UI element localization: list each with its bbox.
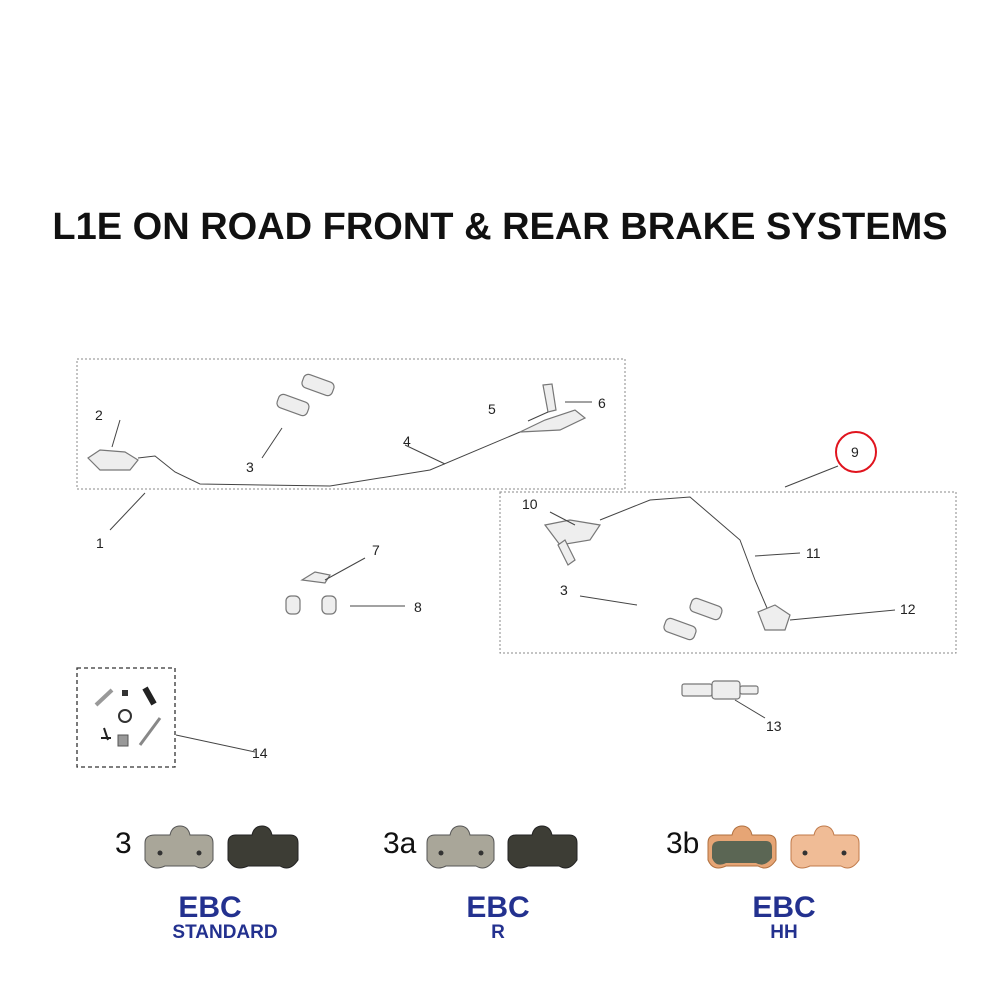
callout-5: 5 bbox=[488, 401, 496, 417]
pad-friction-side bbox=[712, 841, 772, 865]
front-lever bbox=[519, 383, 587, 433]
hardware-kit-box bbox=[76, 667, 176, 768]
callout-10: 10 bbox=[522, 496, 538, 512]
callout-14: 14 bbox=[252, 745, 268, 761]
callout-12: 12 bbox=[900, 601, 916, 617]
pad-type: STANDARD bbox=[172, 922, 277, 943]
callout-1: 1 bbox=[96, 535, 104, 551]
rear-pads bbox=[663, 597, 723, 641]
callout-9: 9 bbox=[851, 444, 859, 460]
highlight-circle bbox=[835, 431, 877, 473]
callout-4: 4 bbox=[403, 433, 411, 449]
pad-code: 3b bbox=[666, 827, 699, 860]
rear-lever bbox=[543, 496, 771, 616]
callout-7: 7 bbox=[372, 542, 380, 558]
brand-logo: EBC bbox=[466, 891, 529, 924]
callout-3: 3 bbox=[246, 459, 254, 475]
pad-sintered-back bbox=[790, 825, 860, 869]
clip-parts bbox=[285, 595, 405, 615]
callout-13: 13 bbox=[766, 718, 782, 734]
callout-11: 11 bbox=[806, 545, 821, 561]
front-caliper bbox=[87, 431, 521, 487]
hardware-kit bbox=[94, 686, 162, 747]
callout-6: 6 bbox=[598, 395, 606, 411]
callout-8: 8 bbox=[414, 599, 422, 615]
pad-backing-plate bbox=[426, 825, 495, 869]
pad-option-hh: 3b EBC HH bbox=[666, 825, 860, 943]
pad-type: R bbox=[491, 922, 505, 943]
callout-3-rear: 3 bbox=[560, 582, 568, 598]
front-pads bbox=[276, 373, 335, 417]
pad-type: HH bbox=[770, 922, 797, 943]
brand-logo: EBC bbox=[752, 891, 815, 924]
brand-logo: EBC bbox=[178, 891, 241, 924]
rear-system-box bbox=[499, 491, 957, 654]
callout-2: 2 bbox=[95, 407, 103, 423]
pad-backing-plate bbox=[144, 825, 214, 869]
rear-caliper bbox=[757, 604, 791, 631]
pad-option-standard: 3 EBC STANDARD bbox=[115, 825, 299, 943]
pad-code: 3a bbox=[383, 827, 417, 860]
pad-friction-side bbox=[227, 825, 299, 869]
pad-code: 3 bbox=[115, 827, 132, 860]
pad-option-r: 3a EBC R bbox=[383, 825, 578, 943]
page-title: L1E ON ROAD FRONT & REAR BRAKE SYSTEMS bbox=[52, 206, 948, 248]
front-system-box bbox=[76, 358, 626, 490]
brake-switch bbox=[681, 680, 766, 719]
pad-friction-side bbox=[507, 825, 578, 869]
bracket-part bbox=[300, 557, 366, 584]
